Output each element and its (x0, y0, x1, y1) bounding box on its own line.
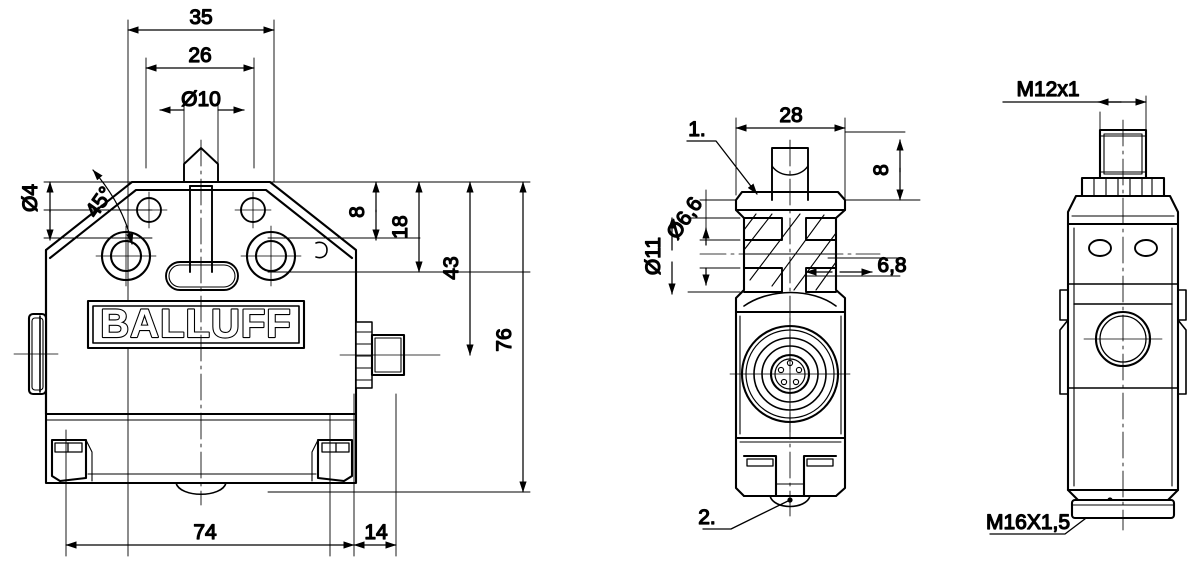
callout-1-text: 1. (688, 118, 706, 141)
dim-d11: Ø11 (641, 217, 676, 295)
dim-18: 18 (388, 181, 423, 273)
front-slot (165, 261, 239, 291)
dim-14: 14 (353, 520, 397, 549)
callout-2-text: 2. (698, 506, 716, 529)
dim-d10-text: Ø10 (181, 88, 221, 111)
dim-76: 76 (492, 181, 527, 493)
front-extension-lines (43, 19, 531, 557)
dim-28-text: 28 (779, 104, 802, 127)
front-small-hole-left (130, 191, 168, 229)
front-view: 35 26 Ø10 Ø4 45° 8 (13, 5, 531, 557)
dim-43-text: 43 (440, 256, 463, 279)
dim-14-text: 14 (364, 521, 388, 544)
dim-d10: Ø10 (159, 87, 245, 114)
balluff-logo-text: BALLUFF (100, 302, 291, 346)
dim-d11-text: Ø11 (642, 237, 665, 275)
dim-76-text: 76 (493, 328, 516, 351)
dim-74-text: 74 (193, 521, 217, 544)
dim-18-text: 18 (389, 215, 412, 238)
callout-2: 2. (698, 497, 793, 530)
dim-8-side-text: 8 (870, 164, 893, 176)
rear-led-left (1088, 239, 1112, 257)
dim-d66: Ø6,6 (662, 189, 710, 286)
front-large-hole-left (95, 225, 157, 287)
side-section-view: 28 8 Ø11 Ø6,6 6,8 1. (641, 103, 921, 530)
section-hatching (743, 213, 837, 291)
dim-m16x15: M16X1,5 (985, 497, 1113, 535)
dim-68: 6,8 (805, 253, 907, 278)
dim-m12x1-text: M12x1 (1016, 78, 1079, 101)
dim-43: 43 (439, 181, 474, 356)
dim-28: 28 (735, 103, 846, 132)
dim-26: 26 (145, 43, 255, 72)
dim-8-front: 8 (345, 181, 380, 241)
dim-35: 35 (127, 5, 275, 34)
front-small-hole-right (234, 191, 272, 229)
front-left-gland (13, 312, 59, 396)
dim-m16x15-text: M16X1,5 (986, 511, 1070, 534)
dim-68-text: 6,8 (877, 254, 906, 277)
dim-8-side: 8 (869, 139, 904, 201)
dim-d4-text: Ø4 (19, 184, 42, 212)
callout-1: 1. (686, 117, 758, 195)
front-right-connector (339, 321, 441, 389)
dim-35-text: 35 (189, 6, 212, 29)
dim-26-text: 26 (188, 44, 211, 67)
balluff-logo: BALLUFF (86, 299, 306, 350)
front-large-hole-right (240, 225, 302, 287)
rear-led-right (1134, 239, 1158, 257)
dim-8-front-text: 8 (346, 206, 369, 218)
dim-74: 74 (65, 520, 355, 549)
dim-d4: Ø4 (18, 181, 54, 241)
rear-view: M12x1 M16X1,5 (985, 77, 1187, 535)
dim-45deg-text: 45° (81, 183, 118, 222)
front-chamfer-bump (315, 241, 328, 259)
